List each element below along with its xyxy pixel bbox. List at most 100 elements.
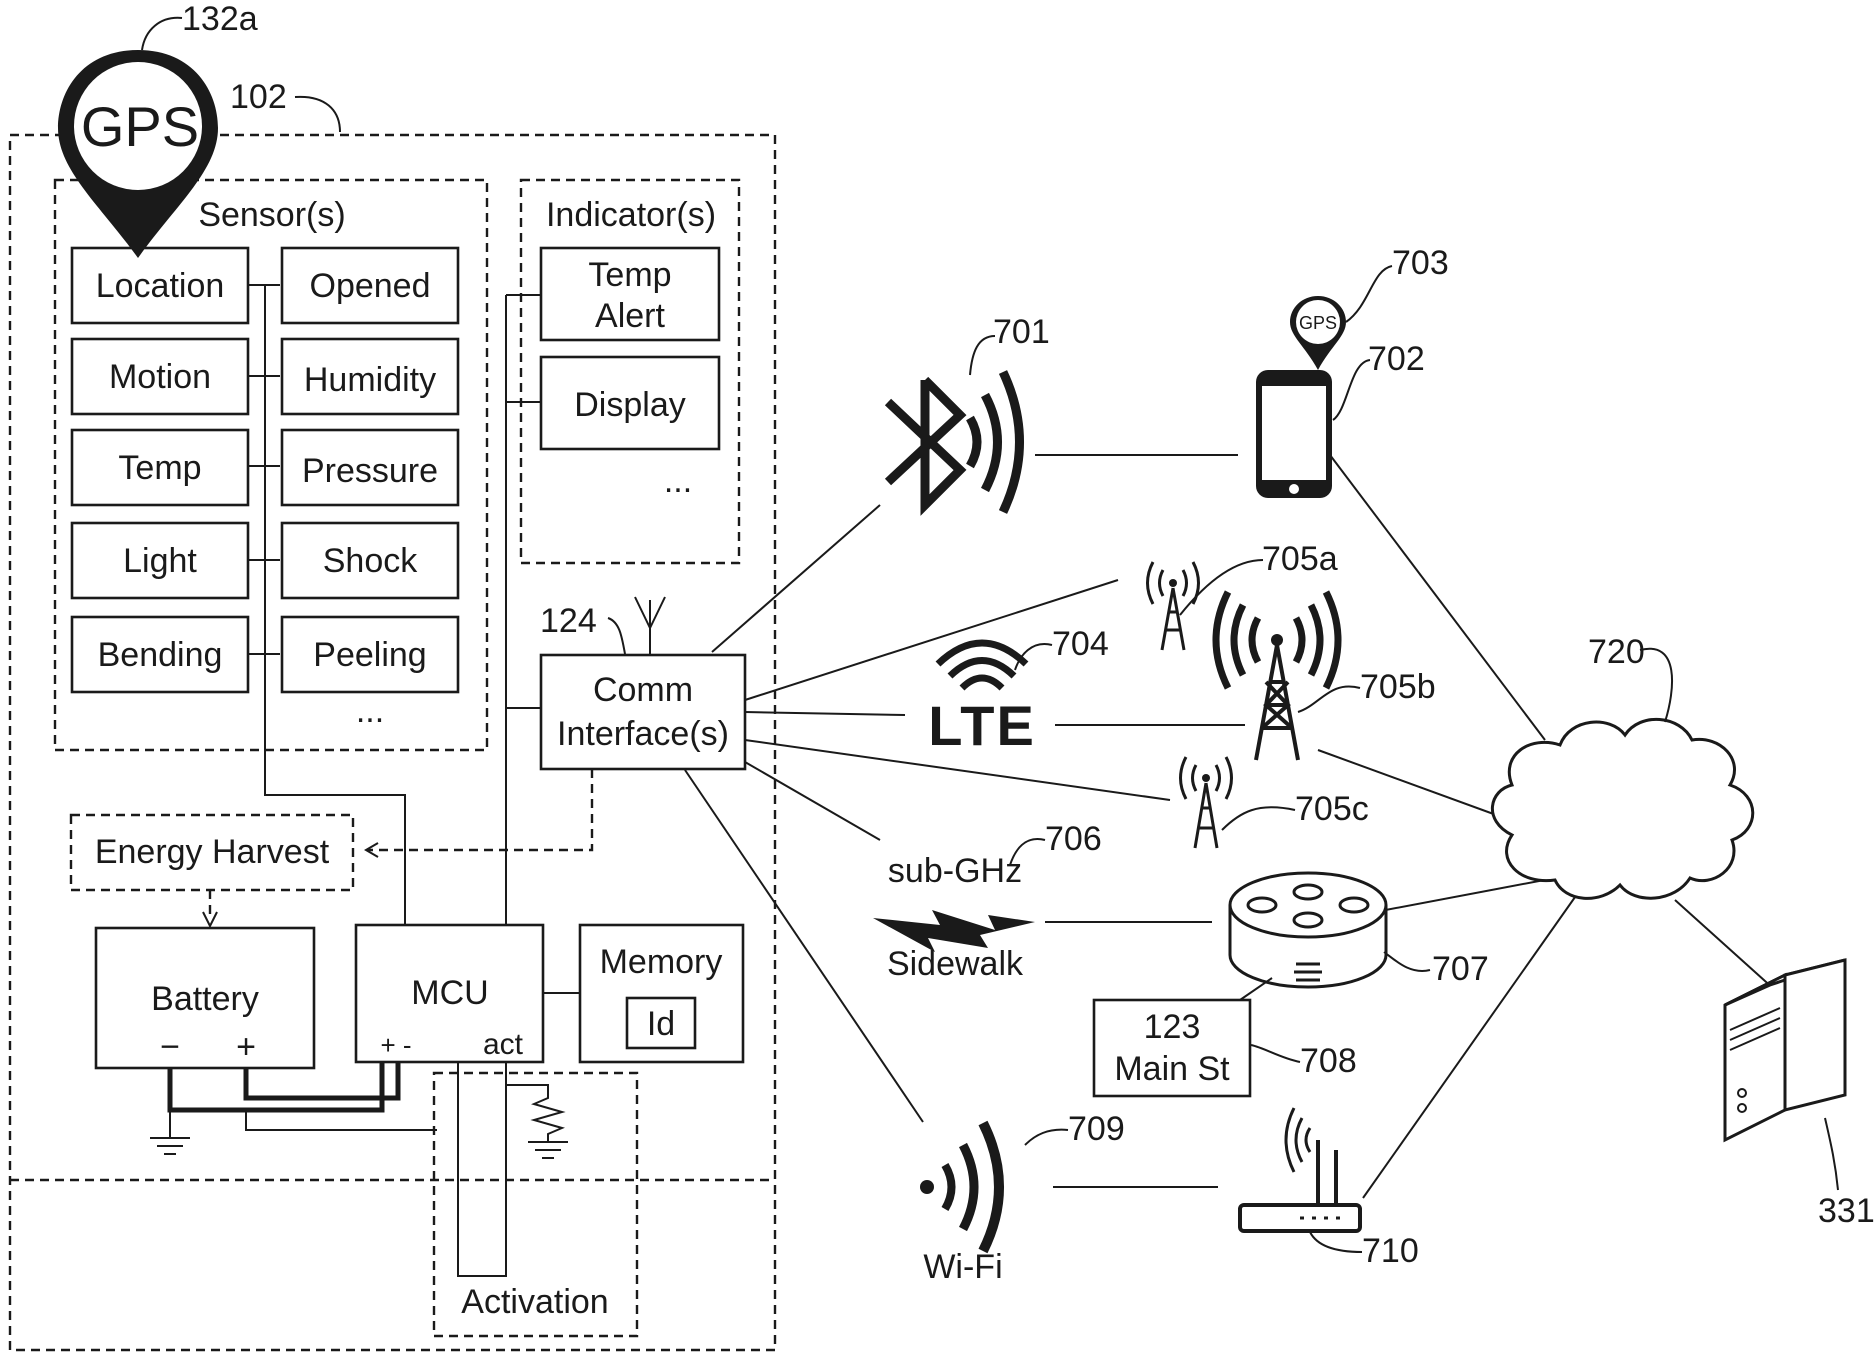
sensor-bending: Bending xyxy=(72,617,248,692)
tower-705b-leader xyxy=(1298,686,1360,712)
svg-text:Pressure: Pressure xyxy=(302,452,438,490)
comm-interface: Comm Interface(s) xyxy=(541,655,745,769)
tower-705b-ref: 705b xyxy=(1360,668,1436,706)
svg-text:Memory: Memory xyxy=(600,943,723,981)
lte-ref: 704 xyxy=(1052,625,1109,663)
svg-text:Comm: Comm xyxy=(593,671,693,709)
gps-pin-ref: 132a xyxy=(182,0,258,38)
sensors-more: ... xyxy=(356,692,384,730)
hub-ref-leader xyxy=(1384,952,1430,971)
svg-text:Opened: Opened xyxy=(310,267,431,305)
server-ref-leader xyxy=(1825,1118,1838,1190)
lte-ref-leader xyxy=(1015,644,1052,670)
lte-label: LTE xyxy=(928,694,1036,757)
sensors-title: Sensor(s) xyxy=(198,196,345,234)
mcu-power-pins: + - xyxy=(380,1030,411,1060)
svg-text:Motion: Motion xyxy=(109,358,211,396)
phone-gps-pin-icon: GPS xyxy=(1290,296,1346,370)
power-wiring xyxy=(150,1062,437,1154)
sensor-motion: Motion xyxy=(72,339,248,414)
gps-pin-icon: GPS xyxy=(58,50,218,258)
router-ref-leader xyxy=(1310,1232,1362,1252)
wifi-icon xyxy=(920,1123,999,1251)
svg-text:Interface(s): Interface(s) xyxy=(557,715,729,753)
cell-tower-icon-705b xyxy=(1216,592,1338,760)
subghz-ref: 706 xyxy=(1045,820,1102,858)
svg-text:Alert: Alert xyxy=(595,297,665,335)
sensor-location: Location xyxy=(72,248,248,323)
address-hub-link xyxy=(1240,978,1272,1000)
tower-705c-leader xyxy=(1222,807,1295,830)
smart-hub-icon xyxy=(1230,873,1386,987)
sidewalk-label: Sidewalk xyxy=(887,945,1024,983)
bluetooth-ref-leader xyxy=(970,336,995,375)
tower-705a-ref: 705a xyxy=(1262,540,1338,578)
address-ref-leader xyxy=(1251,1045,1300,1062)
comm-ref-leader xyxy=(608,618,625,654)
mcu: MCU + - act xyxy=(356,925,543,1062)
sensor-pressure: Pressure xyxy=(282,430,458,505)
svg-text:Peeling: Peeling xyxy=(313,636,426,674)
sensor-opened: Opened xyxy=(282,248,458,323)
energy-harvest: Energy Harvest xyxy=(71,815,353,890)
svg-text:123: 123 xyxy=(1144,1008,1201,1046)
svg-text:Energy Harvest: Energy Harvest xyxy=(95,833,330,871)
indicator-bus xyxy=(506,295,541,925)
antenna-icon xyxy=(635,597,665,655)
svg-text:Temp: Temp xyxy=(588,256,671,294)
bluetooth-icon xyxy=(888,372,1020,512)
cell-tower-icon-705c xyxy=(1181,757,1232,848)
hub-ref: 707 xyxy=(1432,950,1489,988)
cell-tower-icon-705a xyxy=(1148,562,1199,650)
mcu-act-pin: act xyxy=(483,1028,524,1061)
sensor-peeling: Peeling xyxy=(282,617,458,692)
svg-text:Temp: Temp xyxy=(118,449,201,487)
router-ref: 710 xyxy=(1362,1232,1419,1270)
server-ref: 331 xyxy=(1818,1192,1875,1230)
smartphone-icon xyxy=(1256,370,1332,498)
svg-text:Bending: Bending xyxy=(98,636,223,674)
indicators-more: ... xyxy=(664,462,692,500)
cloud-ref: 720 xyxy=(1588,633,1645,671)
svg-text:Humidity: Humidity xyxy=(304,361,436,399)
gps-pin-leader xyxy=(142,18,182,50)
sensor-light: Light xyxy=(72,523,248,598)
wifi-ref-leader xyxy=(1025,1130,1068,1145)
wifi-ref: 709 xyxy=(1068,1110,1125,1148)
server-icon xyxy=(1725,960,1845,1140)
battery: Battery − + xyxy=(96,928,314,1068)
cloud-icon xyxy=(1492,719,1752,898)
phone-gps-leader xyxy=(1346,266,1392,322)
svg-text:Display: Display xyxy=(574,386,685,424)
svg-text:Shock: Shock xyxy=(323,542,418,580)
phone-ref-leader xyxy=(1333,360,1370,420)
svg-text:Activation: Activation xyxy=(461,1283,608,1321)
svg-text:Light: Light xyxy=(123,542,197,580)
svg-text:MCU: MCU xyxy=(411,974,488,1012)
address-label-box: 123 Main St xyxy=(1094,1000,1250,1096)
sensor-shock: Shock xyxy=(282,523,458,598)
svg-text:Location: Location xyxy=(96,267,225,305)
indicator-temp-alert: Temp Alert xyxy=(541,248,719,340)
gps-pin-label: GPS xyxy=(81,95,199,158)
device-ref: 102 xyxy=(230,78,287,116)
indicator-display: Display xyxy=(541,357,719,449)
router-icon xyxy=(1240,1108,1360,1231)
cloud-ref-leader xyxy=(1640,649,1672,722)
battery-minus: − xyxy=(160,1028,180,1066)
battery-plus: + xyxy=(236,1028,256,1066)
memory-id: Id xyxy=(647,1005,675,1043)
phone-gps-label: GPS xyxy=(1299,313,1337,333)
svg-text:Battery: Battery xyxy=(151,980,259,1018)
sensor-humidity: Humidity xyxy=(282,339,458,414)
phone-ref: 702 xyxy=(1368,340,1425,378)
tower-705c-ref: 705c xyxy=(1295,790,1369,828)
address-ref: 708 xyxy=(1300,1042,1357,1080)
device-ref-leader xyxy=(295,97,340,132)
memory: Memory Id xyxy=(580,925,743,1062)
svg-text:Main St: Main St xyxy=(1114,1050,1230,1088)
bluetooth-ref: 701 xyxy=(993,313,1050,351)
subghz-label: sub-GHz xyxy=(888,852,1022,890)
indicators-title: Indicator(s) xyxy=(546,196,716,234)
